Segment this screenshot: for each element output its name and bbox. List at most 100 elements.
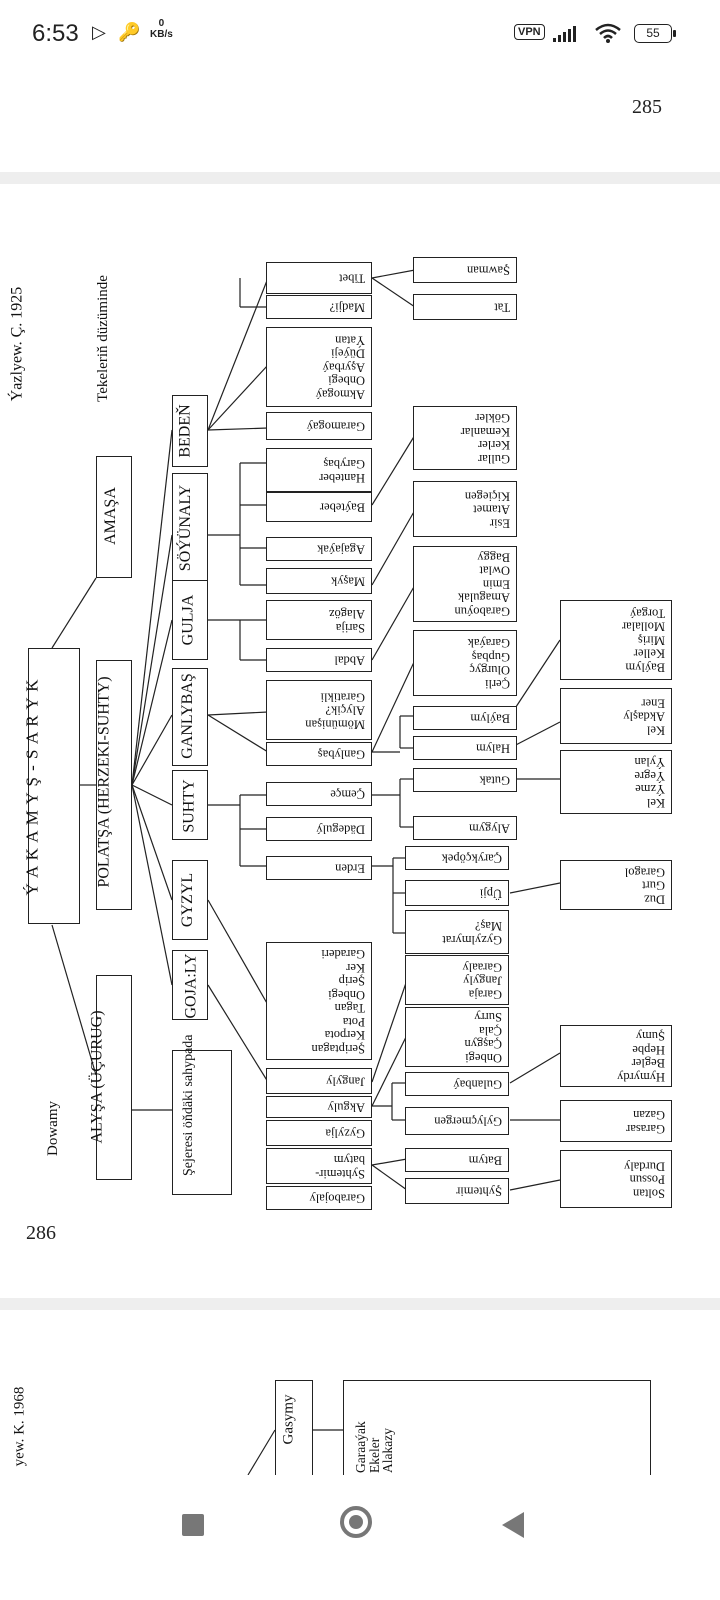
subclan-box: Akmogaý Onbegi Aşyrbaý Düýeji Ýatan: [266, 327, 372, 407]
recents-button[interactable]: [182, 1514, 204, 1536]
play-icon: ▷: [92, 22, 106, 42]
subclan-box: Hanteber Garybaş: [266, 448, 372, 492]
subclan-box: Abdal: [266, 648, 372, 672]
vpn-badge: VPN: [514, 24, 545, 40]
branch-group-label: Alygym: [469, 821, 510, 836]
branch-group-box: Gulanbaý: [405, 1072, 509, 1096]
branch-group-box: Şyhtemir: [405, 1178, 509, 1204]
subclan-box: Akguly: [266, 1096, 372, 1118]
clock: 6:53: [32, 20, 79, 47]
lineage-group-box: Soltan Possun Durdaly: [560, 1150, 672, 1208]
net-speed-value: 0: [158, 18, 165, 29]
alysha-note: Şejeresi öňdäki sahypada: [181, 1034, 196, 1176]
back-button[interactable]: [502, 1512, 524, 1538]
home-button[interactable]: [340, 1506, 372, 1538]
subclan-label: Gyzylja: [325, 1126, 365, 1141]
lineage-group-box: Hymyrdy Begler Hepbe Şumy: [560, 1025, 672, 1087]
subclan-label: Erden: [335, 861, 365, 876]
lineage-group-label: Garasar Gazan: [626, 1108, 665, 1136]
key-icon: 🔑: [118, 22, 141, 42]
subclan-label: Akmogaý Onbegi Aşyrbaý Düýeji Ýatan: [315, 333, 365, 402]
branch-group-label: Gutak: [479, 773, 510, 788]
subclan-label: Baýteber: [319, 500, 365, 515]
root-box: Ý A K A M Y Ş - S A R Y K: [23, 648, 80, 924]
branch-group-box: Garaboýun Amagulak Emin Owlat Baggy: [413, 546, 517, 622]
subclan-box: Madji?: [266, 295, 372, 319]
branch-group-label: Baýlym: [470, 711, 510, 726]
clan-label: BEDEŇ: [176, 404, 194, 458]
branch-group-label: Çerli Olurgyç Gupbaş Garaýak: [467, 636, 510, 692]
branch-group-label: Halym: [475, 741, 510, 756]
clan-label: GULJA: [179, 594, 197, 646]
branch-group-label: Üpji: [479, 886, 502, 901]
branch-group-box: Üpji: [405, 880, 509, 906]
subclan-box: Sarija Alagöz: [266, 600, 372, 640]
branch-group-label: Esir Atamet Kiçiegen: [464, 489, 510, 531]
subgroup-list: Garaaýak Ekeler Alakazy: [353, 1421, 395, 1473]
signal-icon: [553, 26, 577, 47]
alysha-note-box: Şejeresi öňdäki sahypada: [172, 1034, 232, 1195]
diagram-subtitle: Tekeleriň düzüminde: [94, 275, 111, 402]
branch-group-box: Esir Atamet Kiçiegen: [413, 481, 517, 537]
subclan-label: Syhtemir- batym: [315, 1153, 365, 1181]
lineage-group-label: Duz Gurt Garagol: [624, 865, 665, 907]
clan-beden: BEDEŇ: [172, 395, 208, 467]
lineage-group-label: Soltan Possun Durdaly: [624, 1159, 665, 1201]
page-number-285: 285: [632, 96, 662, 118]
branch-group-box: Garaja Jangyly Garaaly: [405, 955, 509, 1005]
branch-group-box: Çarykçöpek: [405, 846, 509, 870]
subclan-box: Mömünişan Alyçik? Garatikli: [266, 680, 372, 740]
net-speed-unit: KB/s: [150, 29, 173, 40]
subclan-box: Agajaýak: [266, 537, 372, 561]
subclan-box: Baýteber: [266, 492, 372, 522]
clan-label: GANLYBAŞ: [178, 673, 196, 759]
branch-group-box: Şawman: [413, 257, 517, 283]
wifi-icon: [594, 22, 622, 49]
subclan-box: Tibet: [266, 262, 372, 294]
clan-gulja: GULJA: [172, 580, 208, 660]
subclan-label: Garamogaý: [306, 419, 365, 434]
clan-ganlybash: GANLYBAŞ: [172, 668, 208, 766]
subclan-label: Jangyly: [326, 1074, 365, 1089]
branch-label: ALYŞA (ÜÇURUG): [88, 1010, 106, 1144]
subclan-box: Garamogaý: [266, 412, 372, 440]
subclan-box: Çemçe: [266, 782, 372, 806]
subclan-box: Şeriptagan Kerpota Pota Tagan Onbegi Şer…: [266, 942, 372, 1060]
subclan-label: Abdal: [334, 653, 365, 668]
branch-group-box: Halym: [413, 736, 517, 760]
subclan-label: Ganlybaş: [317, 747, 365, 762]
lineage-group-box: Garasar Gazan: [560, 1100, 672, 1142]
lineage-group-box: Kel Ýzme Ýegre Ýylan: [560, 750, 672, 814]
subclan-box: Erden: [266, 856, 372, 880]
subclan-box: Maşyk: [266, 568, 372, 594]
branch-group-label: Şawman: [466, 263, 510, 278]
subclan-label: Dädegulý: [316, 822, 365, 837]
lineage-group-box: Kel Akdaşly Ener: [560, 688, 672, 744]
branch-group-label: Tat: [494, 300, 510, 315]
lineage-group-box: Duz Gurt Garagol: [560, 860, 672, 910]
page-separator-2: [0, 1298, 720, 1310]
clan-label: GOJA:LY: [182, 953, 200, 1019]
subclan-label: Agajaýak: [317, 542, 365, 557]
branch-label: AMAŞA: [101, 487, 119, 545]
clan-suhty: SUHTY: [172, 770, 208, 840]
clan-soyunaly: SÖÝÜNALY: [172, 473, 208, 583]
branch-group-label: Onbegi Çaşgyn Çala Surry: [464, 1010, 503, 1066]
clan-label: SÖÝÜNALY: [177, 484, 195, 572]
branch-group-box: Onbegi Çaşgyn Çala Surry: [405, 1007, 509, 1067]
page-separator: [0, 172, 720, 184]
branch-group-box: Baýlym: [413, 706, 517, 730]
gasymy-subgroups: Garaaýak Ekeler Alakazy: [343, 1380, 651, 1480]
subclan-label: Şeriptagan Kerpota Pota Tagan Onbegi Şer…: [311, 947, 365, 1057]
subclan-label: Maşyk: [330, 574, 365, 589]
branch-group-label: Garaboýun Amagulak Emin Owlat Baggy: [454, 550, 510, 619]
branch-group-box: Tat: [413, 294, 517, 320]
branch-group-box: Batym: [405, 1148, 509, 1172]
subclan-label: Tibet: [339, 271, 365, 286]
branch-group-label: Şyhtemir: [456, 1184, 502, 1199]
navigation-bar: [0, 1475, 720, 1600]
subclan-label: Hanteber Garybaş: [319, 457, 365, 485]
subclan-box: Garabojaly: [266, 1186, 372, 1210]
